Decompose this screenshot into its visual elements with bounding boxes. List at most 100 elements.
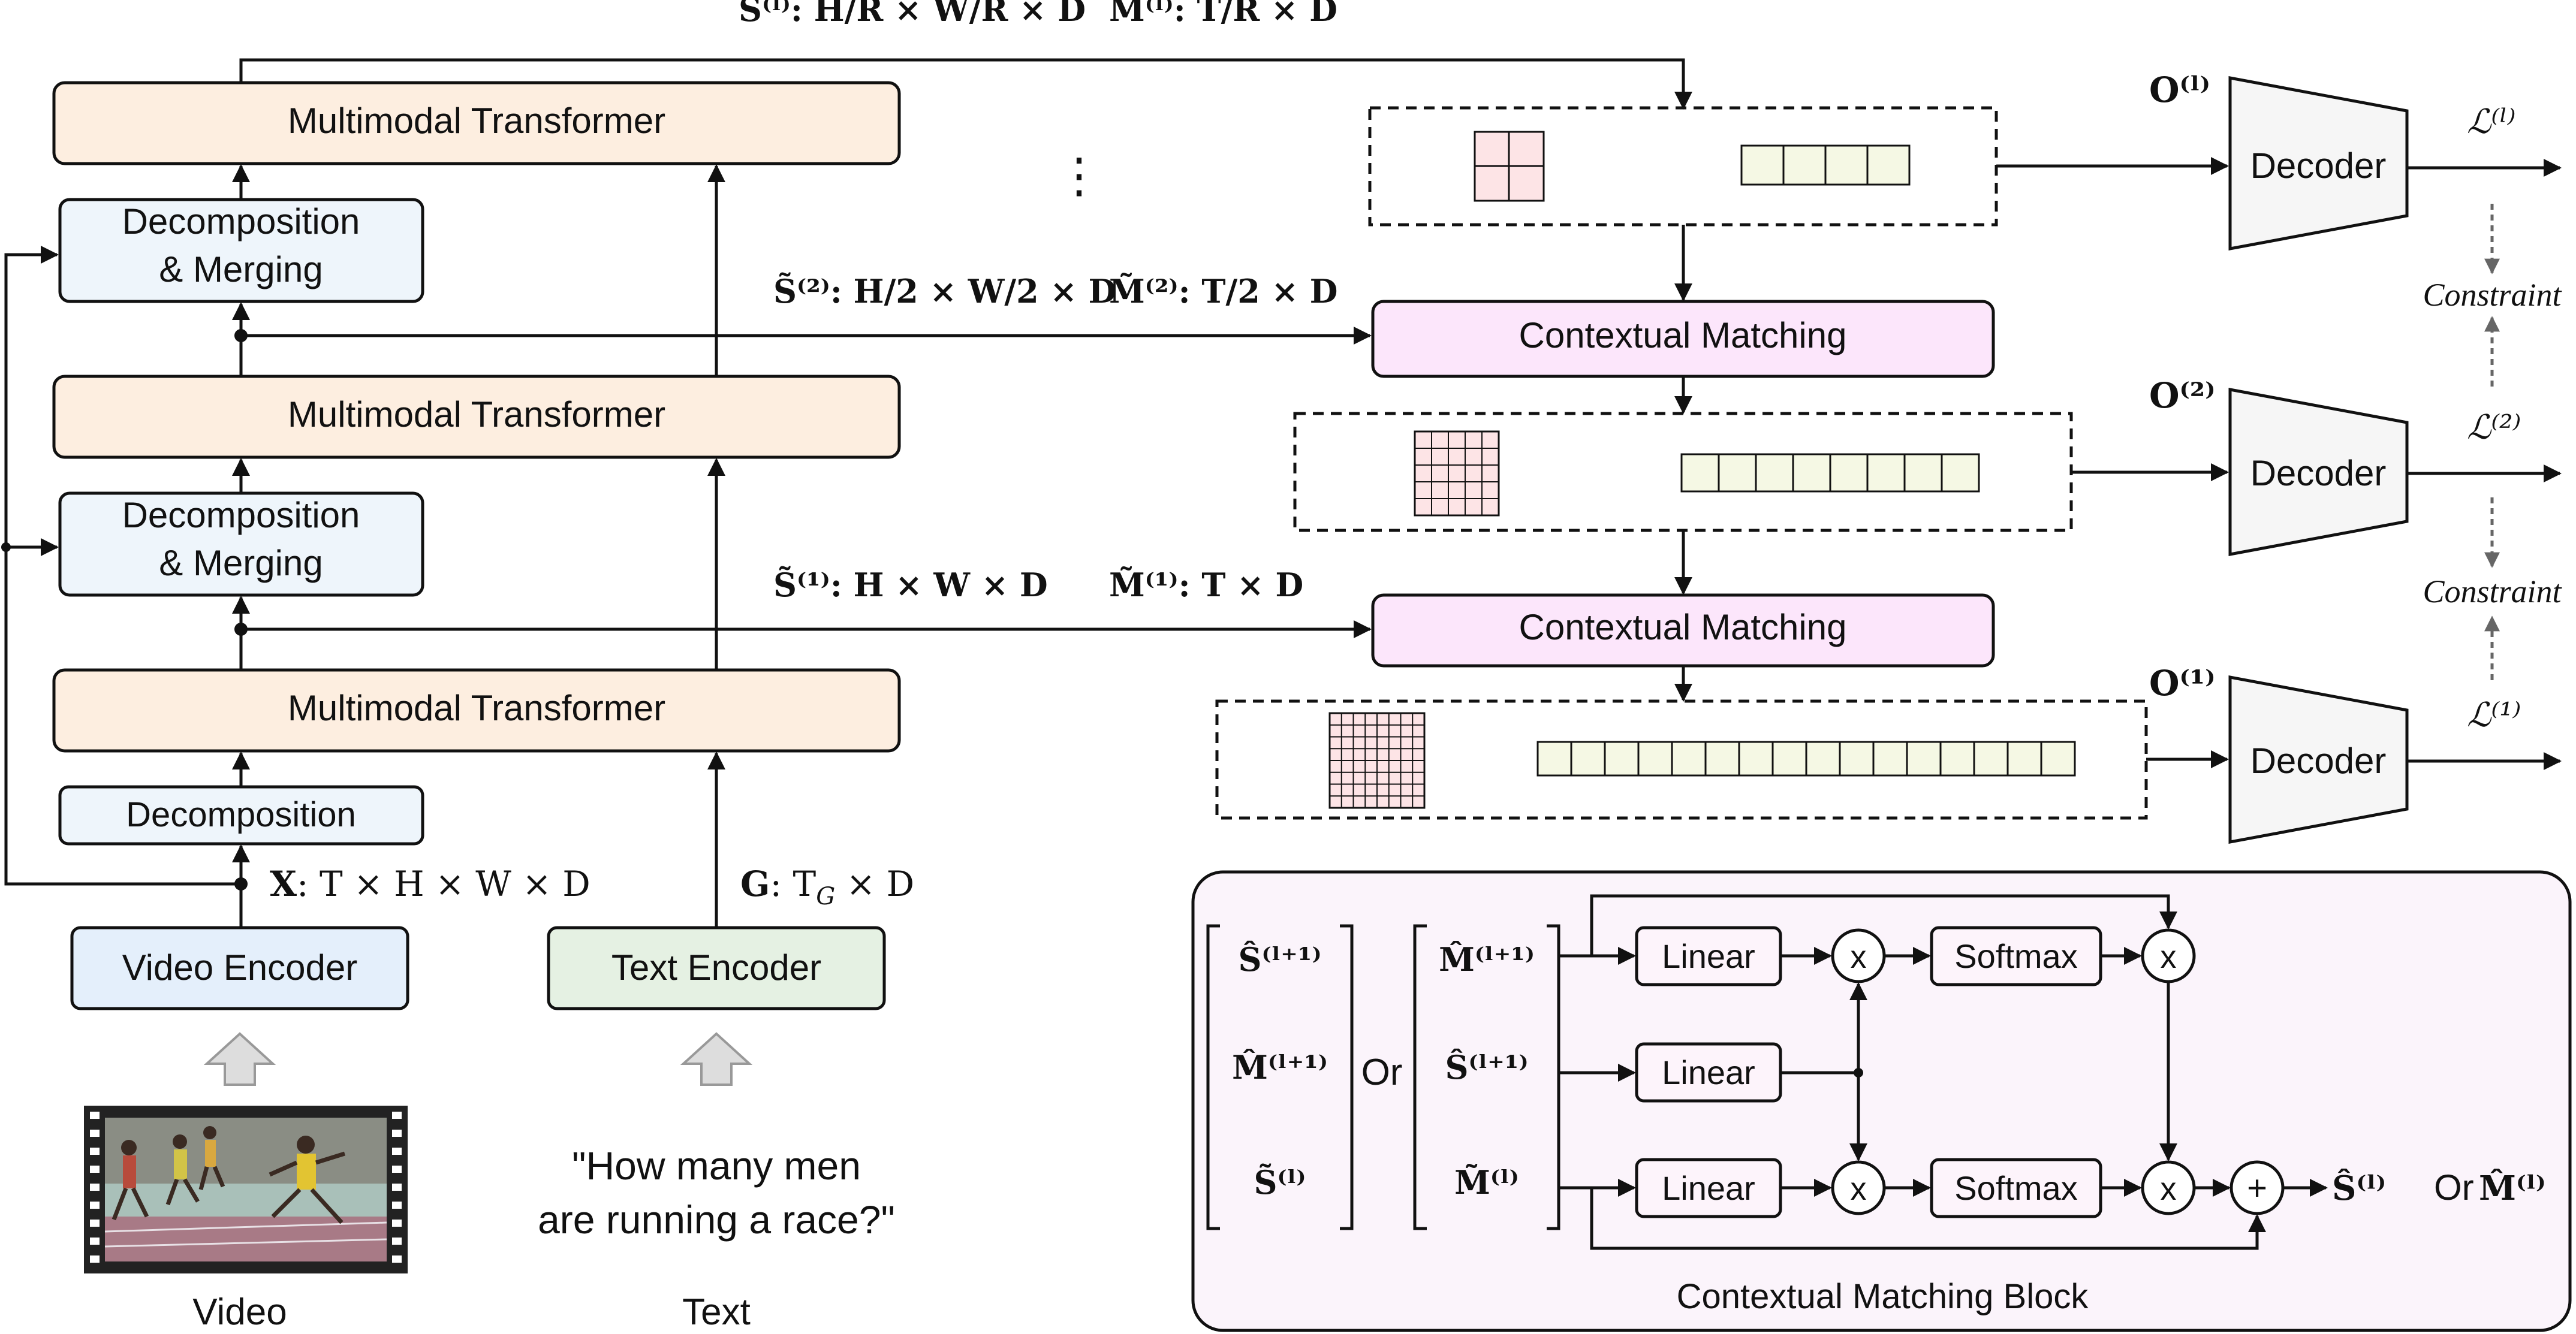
feature-connectors — [1674, 157, 2229, 768]
shape-annotations: S̃⁽ˡ⁾: H/R × W/R × D M̃⁽ˡ⁾: T/R × D S̃⁽²… — [270, 0, 1337, 910]
transformer-middle-label: Multimodal Transformer — [288, 394, 665, 434]
decoder-middle-label: Decoder — [2250, 453, 2387, 493]
temporal-token-bottom-14 — [2006, 741, 2042, 777]
linear-3-label: Linear — [1662, 1169, 1755, 1207]
contextual-matching-upper: Contextual Matching — [1371, 300, 1995, 378]
constraint-lower: Constraint — [2423, 574, 2562, 609]
temporal-token-bottom-5 — [1704, 741, 1740, 777]
softmax-1-label: Softmax — [1954, 937, 2077, 975]
mult-4: x — [2161, 1171, 2177, 1207]
temporal-token-middle-2 — [1755, 453, 1794, 493]
block-output-s: Ŝ⁽ˡ⁾ — [2332, 1169, 2386, 1208]
encoder-stack: Multimodal Transformer Decomposition & M… — [52, 81, 901, 1010]
right-vec-2: M̃⁽ˡ⁾ — [1454, 1163, 1519, 1202]
temporal-token-bottom-3 — [1637, 741, 1673, 777]
temporal-token-bottom-7 — [1771, 741, 1807, 777]
feature-box-bottom — [1215, 699, 2148, 820]
temporal-token-top-1 — [1782, 144, 1827, 186]
decomposition-merging-top: Decomposition & Merging — [58, 198, 424, 303]
temporal-token-bottom-6 — [1738, 741, 1774, 777]
loss-bottom: ℒ⁽¹⁾ — [2467, 696, 2521, 735]
input-arrows — [203, 1032, 753, 1086]
block-title: Contextual Matching Block — [1677, 1277, 2089, 1316]
video-encoder-label: Video Encoder — [122, 947, 358, 988]
decomposition-block: Decomposition — [58, 785, 424, 846]
video-input-arrow — [203, 1032, 276, 1086]
block-output-or: Or — [2434, 1167, 2474, 1208]
output-top: O⁽ˡ⁾ — [2149, 70, 2210, 110]
left-vec-0: Ŝ⁽ˡ⁺¹⁾ — [1238, 940, 1321, 979]
temporal-token-middle-5 — [1866, 453, 1906, 493]
mult-2: x — [2161, 939, 2177, 975]
merging-top-line2: & Merging — [159, 249, 323, 289]
left-vec-2: S̃⁽ˡ⁾ — [1254, 1163, 1306, 1202]
junction-dots — [1, 329, 248, 891]
multimodal-transformer-middle: Multimodal Transformer — [52, 375, 901, 459]
question-line1: "How many men — [572, 1143, 861, 1188]
temporal-token-middle-4 — [1829, 453, 1869, 493]
block-or: Or — [1361, 1052, 1403, 1093]
mult-1: x — [1851, 939, 1867, 975]
decomposition-merging-bottom: Decomposition & Merging — [58, 491, 424, 597]
transformer-top-label: Multimodal Transformer — [288, 101, 665, 141]
contextual-matching-lower: Contextual Matching — [1371, 593, 1995, 668]
temporal-token-middle-6 — [1903, 453, 1943, 493]
matching-lower-label: Contextual Matching — [1519, 607, 1847, 647]
multimodal-transformer-top: Multimodal Transformer — [52, 81, 901, 165]
decomposition-label: Decomposition — [126, 795, 356, 834]
s-mid-shape: S̃⁽²⁾: H/2 × W/2 × D — [773, 272, 1116, 310]
temporal-token-bottom-9 — [1839, 741, 1875, 777]
text-encoder-label: Text Encoder — [611, 947, 821, 988]
temporal-token-top-2 — [1824, 144, 1869, 186]
m-top-shape: M̃⁽ˡ⁾: T/R × D — [1109, 0, 1337, 29]
temporal-token-middle-3 — [1792, 453, 1831, 493]
decoder-bottom: Decoder O⁽¹⁾ ℒ⁽¹⁾ — [2149, 663, 2562, 844]
vertical-ellipsis: ⋮ — [1055, 147, 1103, 203]
temporal-token-bottom-8 — [1805, 741, 1841, 777]
g-shape: G: TG × D — [740, 864, 914, 910]
decoder-bottom-label: Decoder — [2250, 741, 2387, 781]
temporal-token-middle-1 — [1718, 453, 1757, 493]
decoder-middle: Decoder O⁽²⁾ ℒ⁽²⁾ — [2149, 375, 2562, 557]
temporal-token-bottom-0 — [1536, 741, 1572, 777]
temporal-token-bottom-15 — [2040, 741, 2076, 777]
constraint-upper: Constraint — [2423, 277, 2562, 313]
temporal-token-middle-0 — [1680, 453, 1720, 493]
temporal-token-bottom-11 — [1906, 741, 1942, 777]
s-low-shape: S̃⁽¹⁾: H × W × D — [773, 566, 1048, 604]
temporal-token-bottom-1 — [1570, 741, 1606, 777]
merging-bottom-line1: Decomposition — [122, 495, 360, 535]
text-encoder: Text Encoder — [547, 926, 886, 1010]
transformer-bottom-label: Multimodal Transformer — [288, 688, 665, 728]
contextual-matching-block: Contextual Matching Block Ŝ⁽ˡ⁺¹⁾ M̂⁽ˡ⁺¹⁾… — [1191, 870, 2572, 1332]
output-bottom: O⁽¹⁾ — [2149, 663, 2215, 704]
temporal-token-middle-7 — [1941, 453, 1980, 493]
block-output-m: M̂⁽ˡ⁾ — [2479, 1168, 2546, 1208]
s-top-shape: S̃⁽ˡ⁾: H/R × W/R × D — [739, 0, 1086, 29]
video-caption: Video — [192, 1291, 287, 1333]
text-input-arrow — [680, 1032, 753, 1086]
video-thumbnail — [84, 1106, 408, 1273]
linear-1-label: Linear — [1662, 937, 1755, 975]
m-low-shape: M̃⁽¹⁾: T × D — [1109, 566, 1303, 604]
right-vec-1: Ŝ⁽ˡ⁺¹⁾ — [1445, 1048, 1528, 1086]
x-shape: X: T × H × W × D — [270, 864, 590, 904]
video-encoder: Video Encoder — [70, 926, 409, 1010]
temporal-token-bottom-13 — [1973, 741, 2009, 777]
matching-upper-label: Contextual Matching — [1519, 315, 1847, 355]
loss-middle: ℒ⁽²⁾ — [2467, 408, 2521, 447]
merging-top-line1: Decomposition — [122, 201, 360, 242]
left-vec-1: M̂⁽ˡ⁺¹⁾ — [1232, 1048, 1328, 1086]
loss-top: ℒ⁽ˡ⁾ — [2467, 102, 2515, 141]
feature-box-top — [1368, 106, 1998, 227]
temporal-token-bottom-4 — [1671, 741, 1707, 777]
feature-box-middle — [1293, 412, 2073, 532]
text-caption: Text — [682, 1291, 751, 1333]
output-middle: O⁽²⁾ — [2149, 375, 2215, 416]
merging-bottom-line2: & Merging — [159, 543, 323, 583]
mult-3: x — [1851, 1171, 1867, 1207]
encoder-connectors — [4, 58, 1692, 928]
temporal-token-bottom-10 — [1872, 741, 1908, 777]
temporal-token-top-0 — [1740, 144, 1785, 186]
